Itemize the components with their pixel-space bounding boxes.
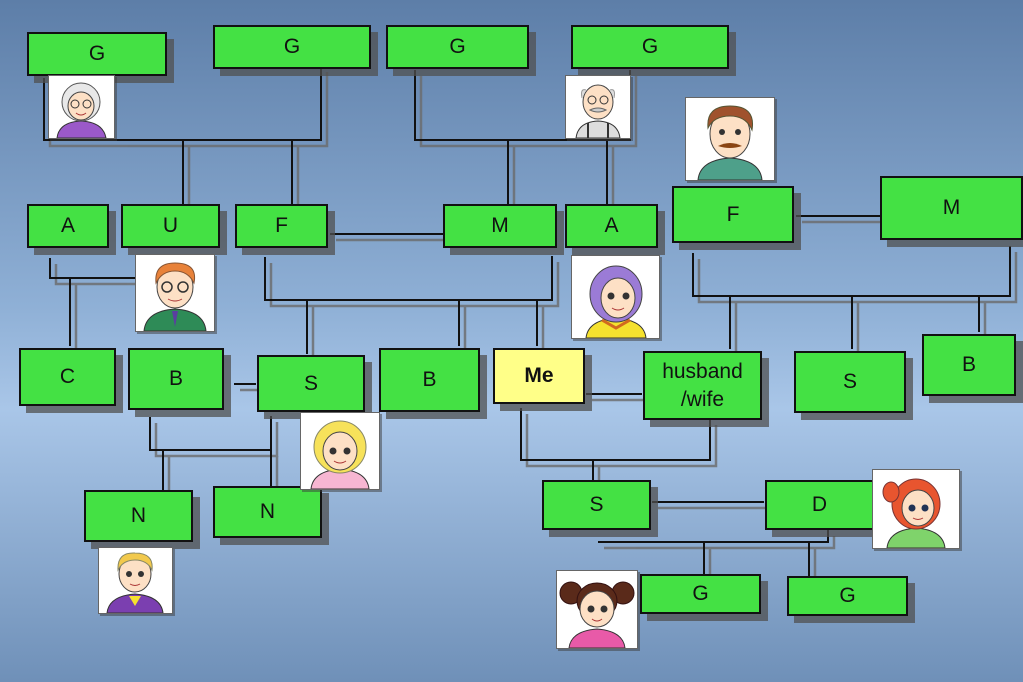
mother-box: M [443,204,557,248]
uncle-box: U [121,204,220,248]
blond-boy-portrait [98,547,173,614]
grandparent-box: G [571,25,729,69]
grandchild-box: G [787,576,908,616]
purple-haired-woman-portrait [571,255,660,339]
aunt-box: A [565,204,658,248]
nephew-box: N [213,486,322,538]
aunt-box: A [27,204,109,248]
spouse-box: husband /wife [643,351,762,420]
brother-box: B [379,348,480,412]
brother-in-law-box: B [922,334,1016,396]
son-box: S [542,480,651,530]
man-with-mustache-portrait [685,97,775,181]
me-box: Me [493,348,585,404]
father-box: F [235,204,328,248]
father-in-law-box: F [672,186,794,243]
pigtail-girl-portrait [556,570,638,649]
sister-in-law-box: S [794,351,906,413]
man-with-glasses-portrait [135,254,215,332]
grandparent-box: G [386,25,529,69]
grandchild-box: G [640,574,761,614]
connector-lines [43,66,1011,576]
spouse-label-line2: /wife [680,387,725,411]
grandparent-box: G [27,32,167,76]
red-haired-girl-portrait [872,469,960,549]
blonde-girl-portrait [300,412,380,490]
sister-box: S [257,355,365,412]
grandmother-portrait [48,75,115,139]
nephew-box: N [84,490,193,542]
grandfather-portrait [565,75,631,139]
cousin-box: C [19,348,116,406]
daughter-box: D [765,480,874,530]
spouse-label-line1: husband [662,359,743,383]
grandparent-box: G [213,25,371,69]
mother-in-law-box: M [880,176,1023,240]
brother-box: B [128,348,224,410]
